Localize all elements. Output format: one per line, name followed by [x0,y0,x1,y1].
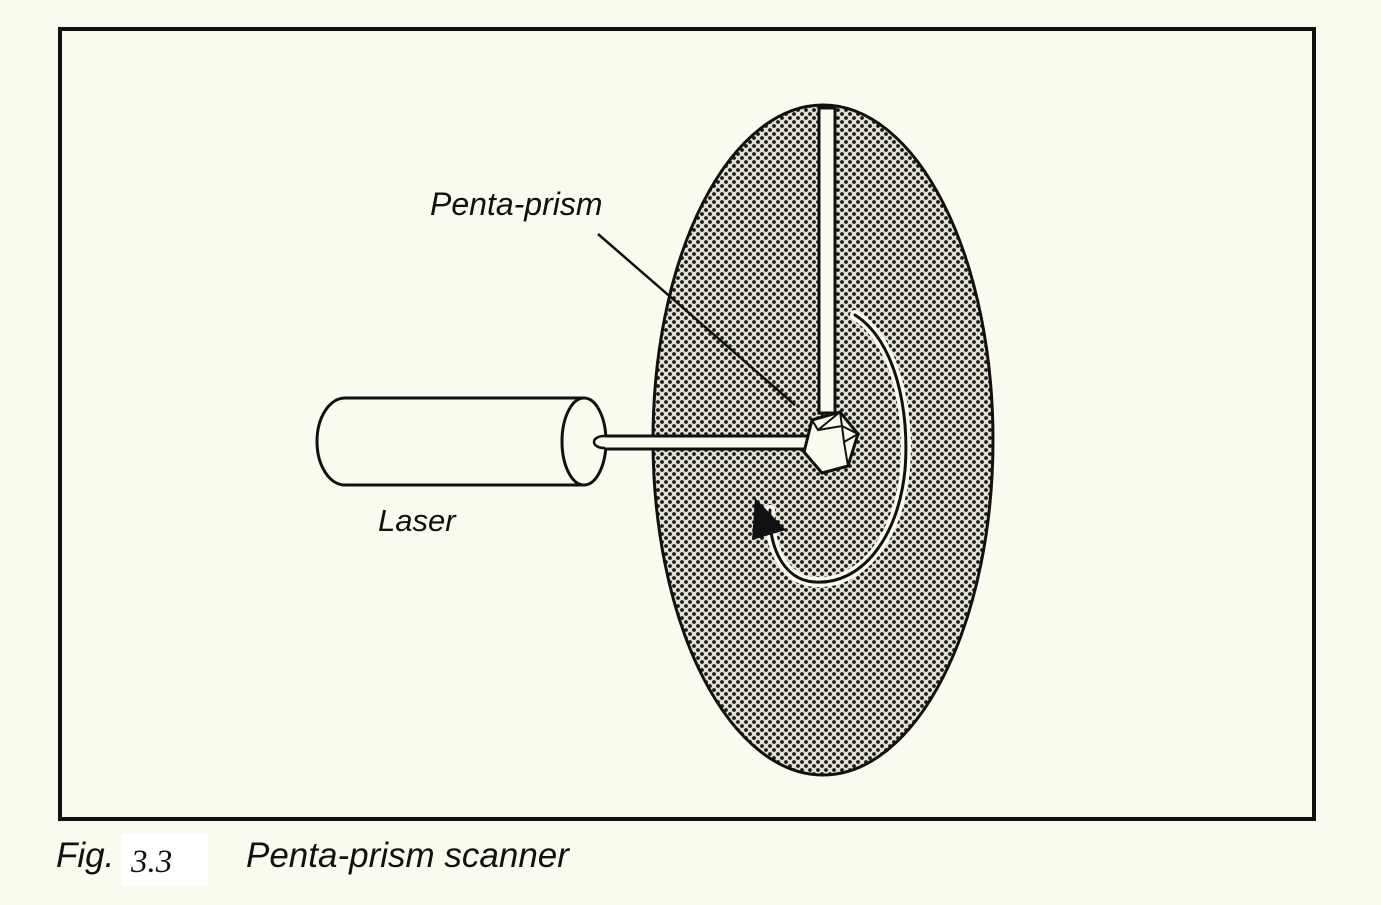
laser-beam [605,434,808,451]
figure-number: 3.3 [131,844,173,880]
figure-number-patch [122,834,208,886]
figure-caption-prefix: Fig. [56,836,115,875]
figure-frame [58,27,1316,821]
rotation-arrow [752,310,911,588]
laser-body [315,396,616,487]
penta-prism [802,410,860,475]
laser-label: Laser [378,503,456,538]
figure-caption-title: Penta-prism scanner [246,836,569,875]
penta-prism-leader-line [597,233,796,406]
penta-prism-label: Penta-prism [430,186,603,222]
reflected-beam [817,106,837,415]
